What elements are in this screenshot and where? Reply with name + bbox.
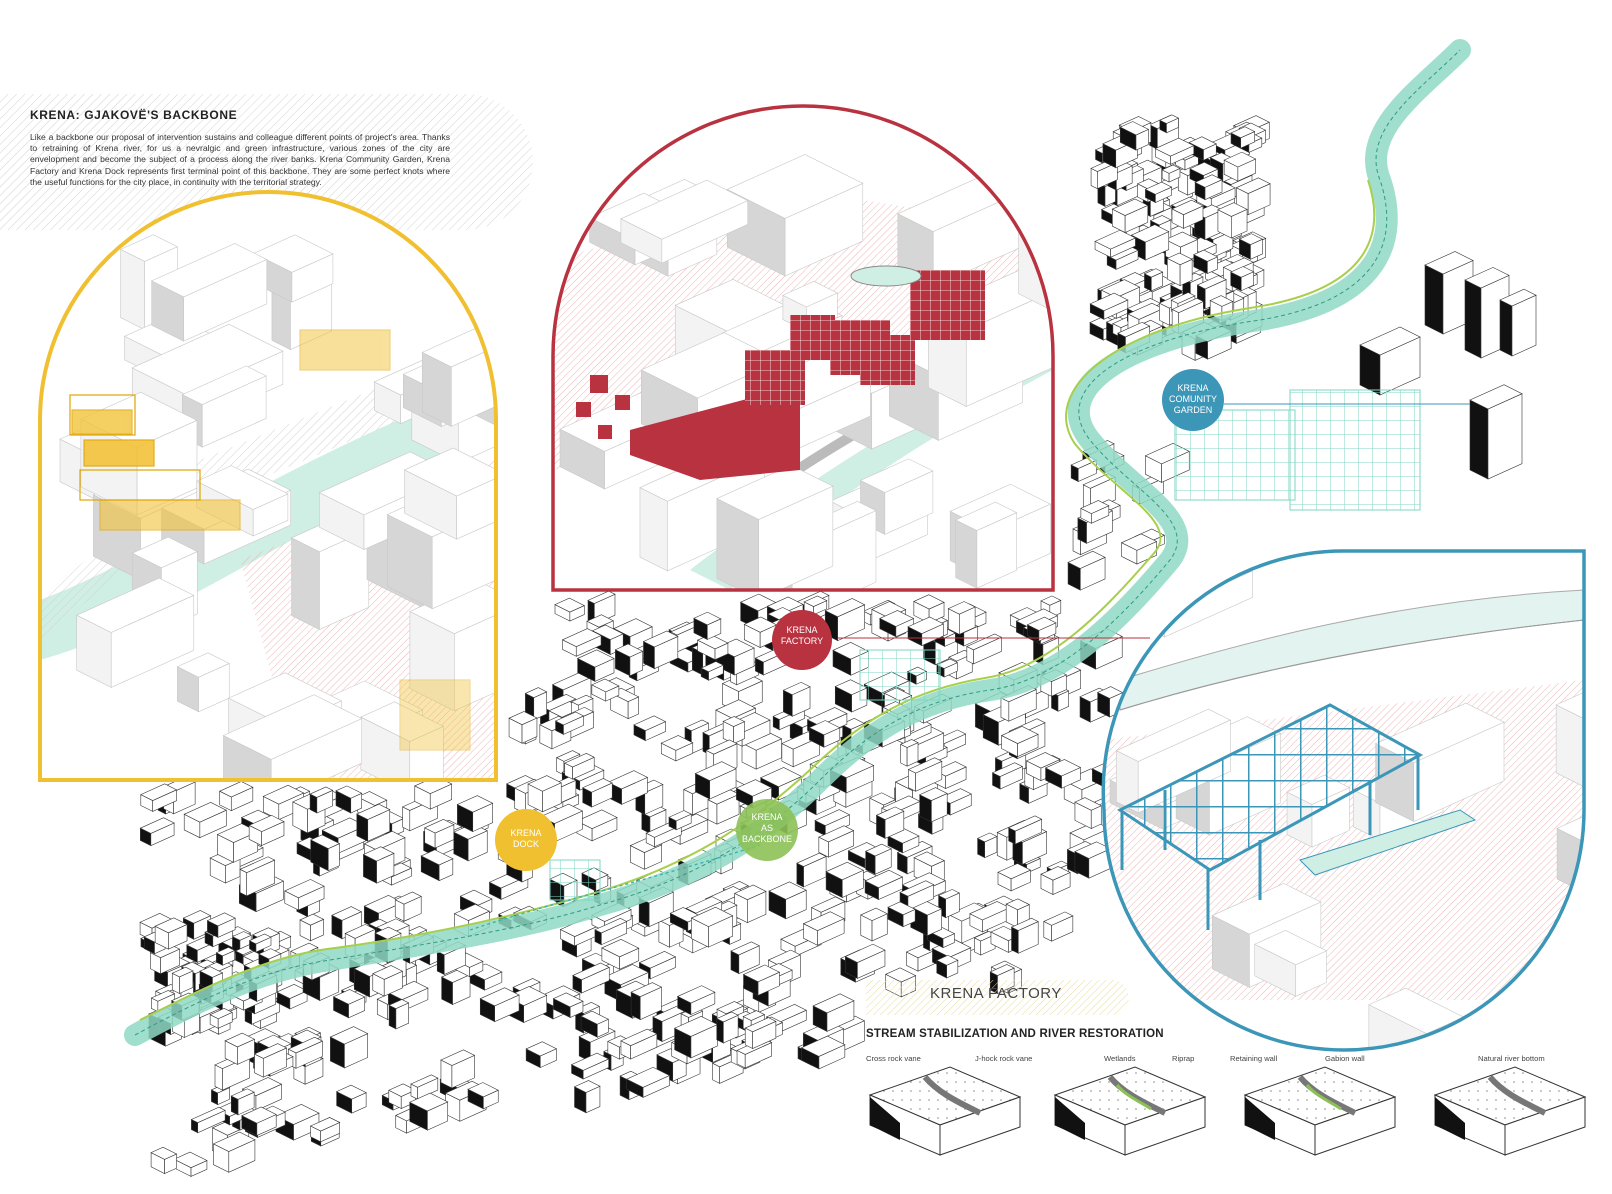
stream-restoration-title: STREAM STABILIZATION AND RIVER RESTORATI… (866, 1028, 1164, 1040)
dock-label-line-1: KRENA (510, 828, 542, 838)
backbone-marker[interactable] (736, 799, 798, 861)
garden-marker-label: KRENA COMUNITY GARDEN (1158, 383, 1228, 416)
garden-greenhouse-grid (1174, 389, 1421, 511)
intro-title: KRENA: GJAKOVË'S BACKBONE (30, 108, 238, 122)
stream-technique-diagrams (868, 1066, 1587, 1156)
technique-cross-rock-vane: Cross rock vane (866, 1054, 921, 1063)
garden-zoom-inset (1103, 551, 1584, 1050)
factory-red-buildings (576, 270, 985, 480)
technique-natural-river-bottom: Natural river bottom (1478, 1054, 1545, 1063)
green-path (139, 179, 1376, 1021)
garden-pergola-roof (1117, 703, 1424, 872)
factory-pavilion-grid (859, 649, 941, 701)
technique-j-hock-rock-vane: J-hock rock vane (975, 1054, 1033, 1063)
technique-retaining-wall: Retaining wall (1230, 1054, 1278, 1063)
backbone-marker-label: KRENA AS BACKBONE (734, 812, 800, 845)
technique-wetlands: Wetlands (1104, 1054, 1136, 1063)
garden-label-line-2: COMUNITY (1169, 394, 1217, 404)
factory-zoom-inset (553, 106, 1053, 590)
intro-text: Like a backbone our proposal of interven… (30, 132, 450, 187)
garden-marker[interactable] (1162, 369, 1224, 431)
factory-legend-header-hatch (866, 980, 1129, 1015)
factory-label-line-1: KRENA (786, 625, 818, 635)
backbone-label-line-1: KRENA (751, 812, 783, 822)
garden-zoom-frame (1101, 549, 1586, 1052)
backbone-dashed-path (469, 844, 761, 931)
backbone-label-line-2: AS (760, 823, 773, 833)
dock-zoom-inset (40, 192, 496, 780)
dock-structure-grid (549, 859, 601, 901)
technique-gabion-wall: Gabion wall (1325, 1054, 1365, 1063)
city-massing (139, 114, 1537, 1177)
dock-yellow-structure (69, 329, 471, 751)
garden-label-line-1: KRENA (1177, 383, 1209, 393)
backbone-label-line-3: BACKBONE (741, 834, 792, 844)
factory-legend-title: KRENA FACTORY (930, 985, 1062, 1002)
factory-marker[interactable] (772, 610, 832, 670)
dock-marker[interactable] (495, 809, 557, 871)
intro-block: KRENA: GJAKOVË'S BACKBONE Like a backbon… (30, 108, 450, 188)
dock-marker-label: KRENA DOCK (496, 828, 556, 850)
technique-riprap: Riprap (1172, 1054, 1195, 1063)
river-bank-line (134, 49, 1461, 1036)
factory-oval-roof (850, 265, 922, 287)
garden-label-line-3: GARDEN (1173, 405, 1213, 415)
garden-water-pool (1299, 809, 1477, 876)
dock-zoom-frame (38, 190, 498, 782)
dock-label-line-2: DOCK (512, 839, 539, 849)
factory-marker-label: KRENA FACTORY (770, 625, 834, 647)
garden-pergola-columns (1120, 757, 1420, 930)
factory-label-line-2: FACTORY (780, 636, 824, 646)
factory-zoom-frame (551, 104, 1055, 592)
intro-hatch-background (0, 94, 533, 230)
